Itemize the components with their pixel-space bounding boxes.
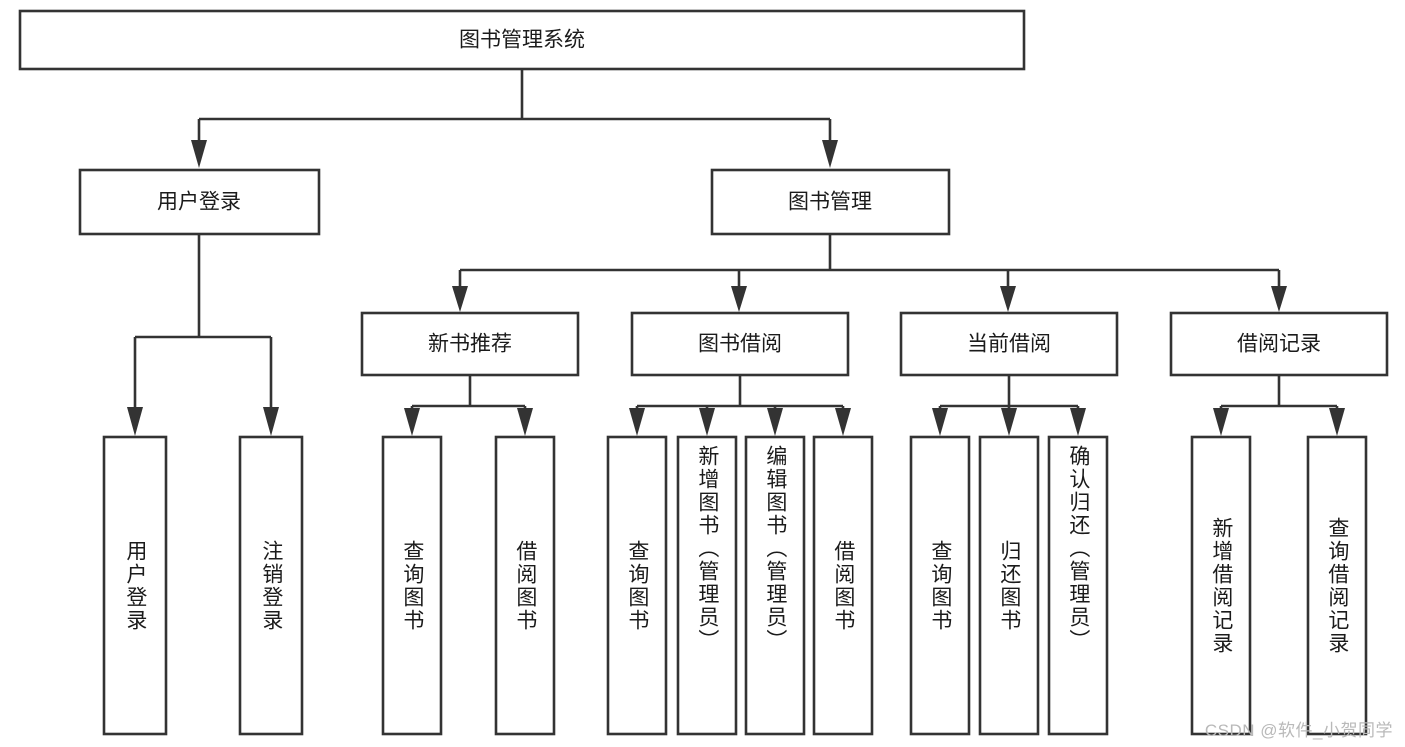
node-user-login-box[interactable] (78, 168, 321, 236)
arrow-head-bb-child4 (835, 408, 851, 436)
arrow-head-cb-child3 (1070, 408, 1086, 436)
node-book-mgmt-box[interactable] (710, 168, 951, 236)
leaf-box-book-borrow-2[interactable] (676, 435, 738, 736)
node-borrow-record-label: 借阅记录 (1237, 333, 1321, 356)
leaf-box-current-borrow-2[interactable] (978, 435, 1040, 736)
leaf-box-book-borrow-3[interactable] (744, 435, 806, 736)
leaf-box-book-borrow-1[interactable] (606, 435, 668, 736)
node-root-box[interactable] (18, 9, 1026, 71)
node-current-borrow-label: 当前借阅 (967, 333, 1051, 356)
arrow-head-user-login (191, 140, 207, 168)
leaf-box-book-borrow-4[interactable] (812, 435, 874, 736)
node-book-borrow-box[interactable] (630, 311, 850, 377)
arrow-head-br-child1 (1213, 408, 1229, 436)
leaf-box-borrow-record-1[interactable] (1190, 435, 1252, 736)
arrow-head-ul-child1 (127, 407, 143, 436)
node-borrow-record-box[interactable] (1169, 311, 1389, 377)
arrow-head-book-mgmt (822, 140, 838, 168)
node-current-borrow-box[interactable] (899, 311, 1119, 377)
node-root-label: 图书管理系统 (459, 29, 585, 52)
node-user-login-label: 用户登录 (157, 191, 241, 214)
arrow-head-current-borrow (1000, 286, 1016, 312)
watermark-text: CSDN @软件_小贺同学 (1204, 721, 1393, 740)
node-book-mgmt-label: 图书管理 (788, 191, 872, 214)
node-new-book-label: 新书推荐 (428, 333, 512, 356)
arrow-head-borrow-record (1271, 286, 1287, 312)
leaf-box-user-login-2[interactable] (238, 435, 304, 736)
arrow-head-bb-child3 (767, 408, 783, 436)
node-layer: 图书管理系统 用户登录 图书管理 新书推荐 图书借阅 当前借阅 借阅记录 (18, 9, 1389, 736)
leaf-box-borrow-record-2[interactable] (1306, 435, 1368, 736)
leaf-box-new-book-1[interactable] (381, 435, 443, 736)
arrow-head-cb-child1 (932, 408, 948, 436)
arrow-head-cb-child2 (1001, 408, 1017, 436)
leaf-box-current-borrow-1[interactable] (909, 435, 971, 736)
leaf-box-current-borrow-3[interactable] (1047, 435, 1109, 736)
connector-layer (127, 69, 1345, 436)
arrow-head-bb-child1 (629, 408, 645, 436)
arrow-head-nb-child1 (404, 408, 420, 436)
arrow-head-br-child2 (1329, 408, 1345, 436)
arrow-head-book-borrow (731, 286, 747, 312)
arrow-head-new-book (452, 286, 468, 312)
node-book-borrow-label: 图书借阅 (698, 333, 782, 356)
arrow-head-bb-child2 (699, 408, 715, 436)
leaf-box-new-book-2[interactable] (494, 435, 556, 736)
node-new-book-box[interactable] (360, 311, 580, 377)
arrow-head-ul-child2 (263, 407, 279, 436)
leaf-box-user-login-1[interactable] (102, 435, 168, 736)
arrow-head-nb-child2 (517, 408, 533, 436)
